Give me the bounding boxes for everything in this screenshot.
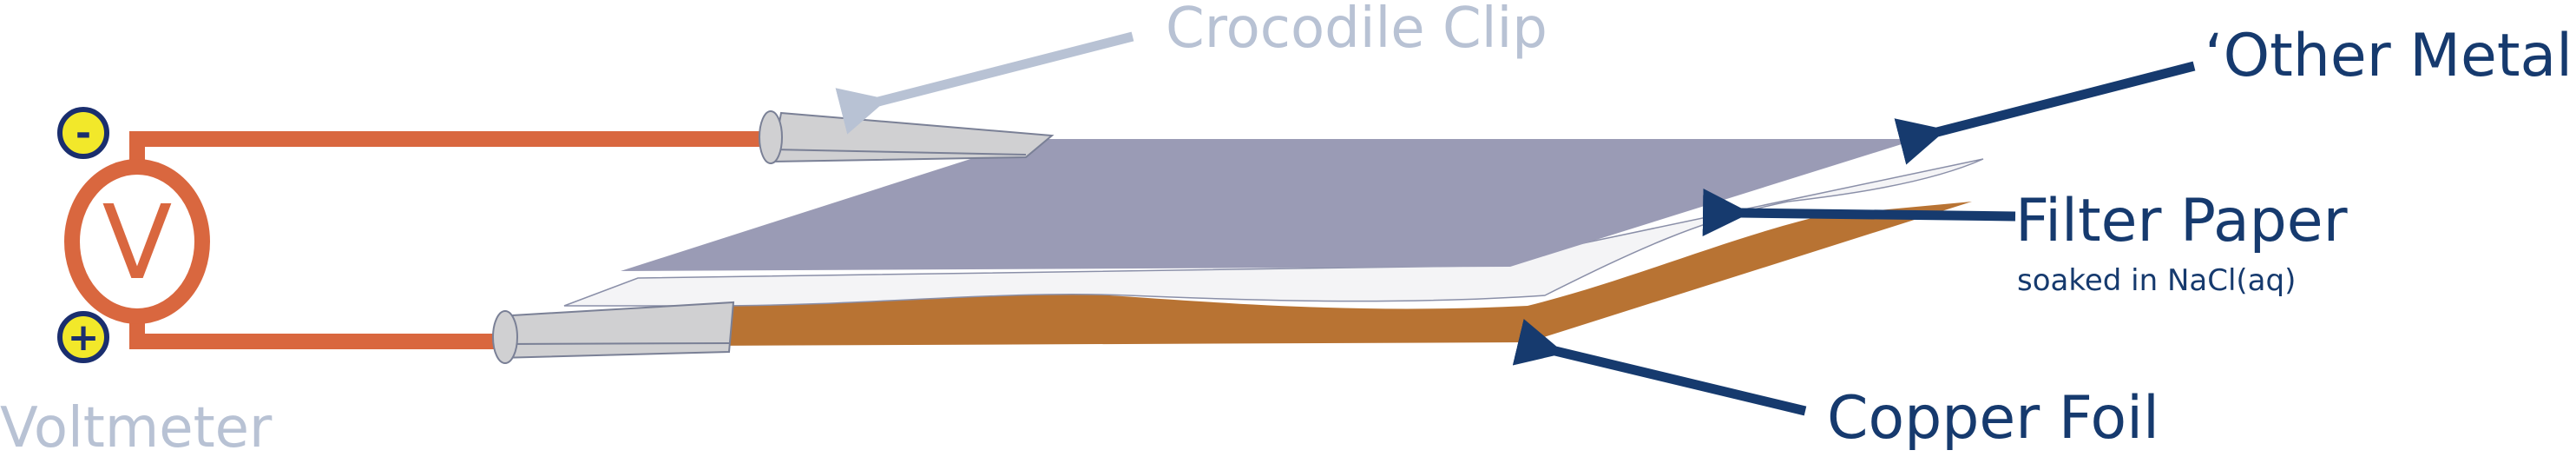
voltmeter-symbol: V xyxy=(102,182,173,302)
filter-paper-note: soaked in NaCl(aq) xyxy=(2017,263,2296,298)
positive-terminal-sign: + xyxy=(68,315,100,360)
crocodile-clip-arrow xyxy=(835,31,1134,135)
filter-paper-arrow xyxy=(1702,188,2016,236)
copper-foil-arrow xyxy=(1512,319,1807,416)
other-metal xyxy=(621,139,1918,271)
crocodile-clip-icon xyxy=(492,301,735,364)
copper-foil xyxy=(703,202,1972,346)
negative-terminal-sign: - xyxy=(76,111,91,156)
crocodile-clip-icon xyxy=(759,110,1055,164)
voltmeter-label: Voltmeter xyxy=(0,396,273,457)
negative-wire xyxy=(129,131,781,169)
positive-terminal-icon: + xyxy=(57,311,109,363)
negative-terminal-icon: - xyxy=(57,107,109,159)
other-metal-arrow xyxy=(1894,61,2196,165)
copper-foil-label: Copper Foil xyxy=(1827,384,2159,453)
voltmeter-icon: V xyxy=(64,159,210,324)
crocodile-clip-label: Crocodile Clip xyxy=(1166,0,1548,61)
filter-paper xyxy=(563,158,1984,307)
positive-wire xyxy=(129,313,503,349)
filter-paper-label: Filter Paper xyxy=(2015,187,2348,255)
other-metal-label: ‘Other Metal’ xyxy=(2205,22,2576,90)
